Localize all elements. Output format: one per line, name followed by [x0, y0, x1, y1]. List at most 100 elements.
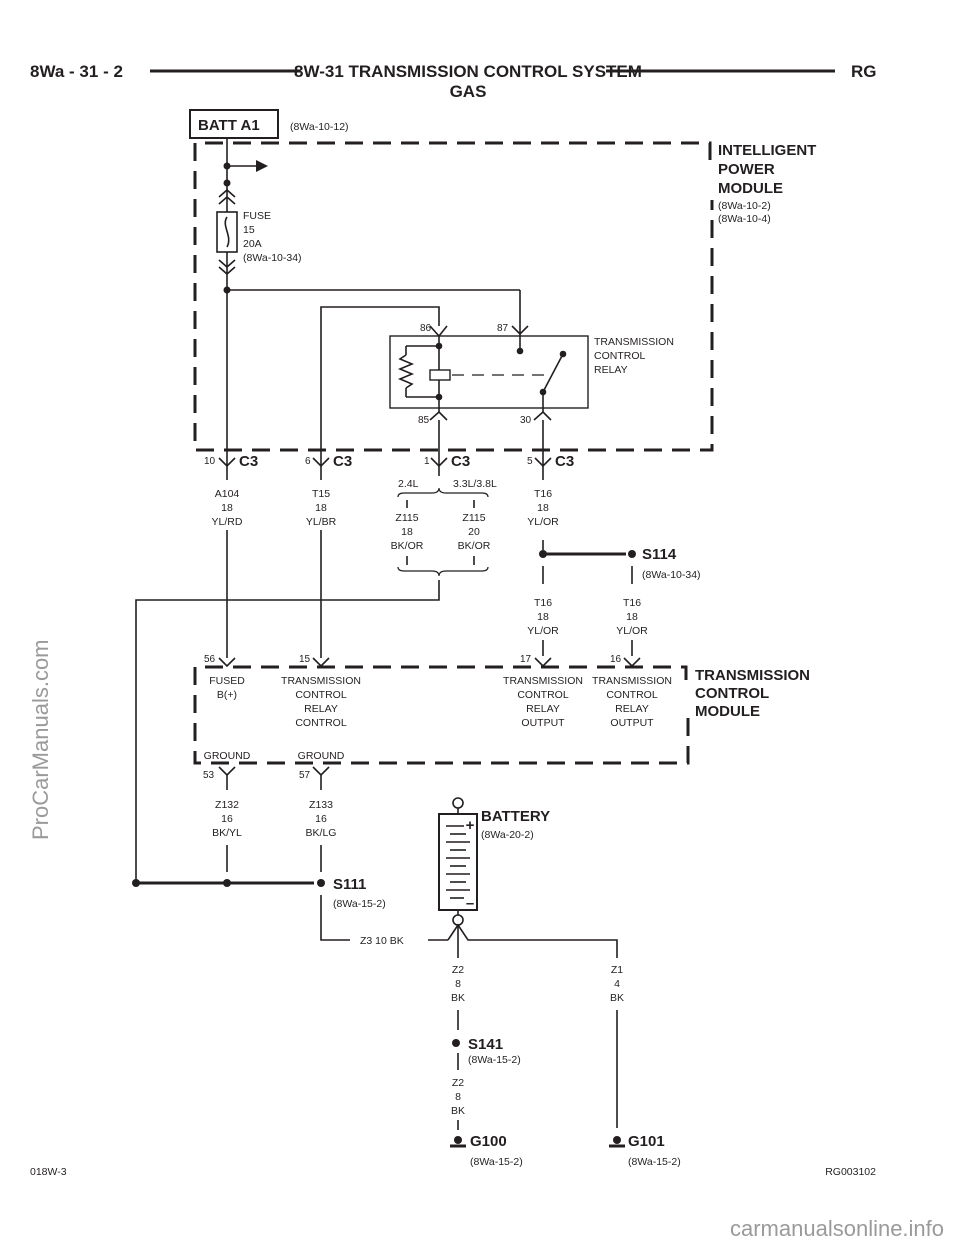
- tcm-pin-17: 17: [520, 654, 532, 665]
- tcm-fused-b-1: FUSED: [209, 675, 245, 687]
- battery-icon: [438, 813, 478, 911]
- arrow-right-icon: [256, 160, 268, 172]
- tcm-pin-53: 53: [203, 770, 215, 781]
- ipm-name-2: POWER: [718, 161, 775, 178]
- wire-a104-gauge: 18: [221, 502, 233, 514]
- wire-z1-color: BK: [610, 992, 624, 1004]
- wire-z1-gauge: 4: [614, 978, 620, 990]
- tcm-relay-control-4: CONTROL: [295, 717, 346, 729]
- ground-g100: G100 (8Wa-15-2): [450, 1133, 523, 1168]
- s141-ref: (8Wa-15-2): [468, 1054, 521, 1066]
- tcm-output-a-2: CONTROL: [517, 689, 568, 701]
- option-2.4l: 2.4L: [398, 478, 419, 490]
- battery: + – BATTERY (8Wa-20-2): [438, 797, 550, 926]
- wire-z2-top-color: BK: [451, 992, 465, 1004]
- wire-t15-feed: [320, 306, 440, 450]
- resistor-icon: [397, 354, 415, 389]
- tcm-relay-control-2: CONTROL: [295, 689, 346, 701]
- bottom-watermark: carmanualsonline.info: [730, 1216, 944, 1241]
- tcm-box: TRANSMISSION CONTROL MODULE 56 15 17 16 …: [193, 654, 810, 781]
- wire-t16-gauge: 18: [537, 502, 549, 514]
- s111-splice-dot: [317, 879, 325, 887]
- wire-z115-b-gauge: 20: [468, 526, 480, 538]
- g100-ref: (8Wa-15-2): [470, 1156, 523, 1168]
- s114-splice-dot: [628, 550, 636, 558]
- page-subtitle: GAS: [450, 82, 487, 101]
- tcm-name-2: CONTROL: [695, 685, 769, 702]
- page-header: 8Wa - 31 - 2 8W-31 TRANSMISSION CONTROL …: [30, 62, 877, 101]
- fuse-circuit: FUSE 15 20A (8Wa-10-34): [216, 138, 521, 450]
- battery-minus: –: [466, 895, 474, 912]
- s114-ref: (8Wa-10-34): [642, 569, 701, 581]
- relay-name-1: TRANSMISSION: [594, 336, 674, 348]
- fuse-number: 15: [243, 224, 255, 236]
- c3-name-6: C3: [333, 453, 352, 470]
- ipm-name-3: MODULE: [718, 180, 783, 197]
- tcm-pin-57: 57: [299, 770, 311, 781]
- wire-z115-a-gauge: 18: [401, 526, 413, 538]
- tcm-output-b-3: RELAY: [615, 703, 649, 715]
- c3-name-10: C3: [239, 453, 258, 470]
- wire-z115-b-color: BK/OR: [458, 540, 491, 552]
- wire-z1-id: Z1: [611, 964, 623, 976]
- s114-name: S114: [642, 546, 677, 563]
- tcm-ground-a: GROUND: [204, 750, 251, 762]
- wire-t16-left-color: YL/OR: [527, 625, 559, 637]
- wire-z115-b-id: Z115: [462, 512, 485, 524]
- wire-a104-id: A104: [215, 488, 240, 500]
- transmission-control-relay: 86 87 85 30 TRANSMISSION CONTROL RELAY: [389, 323, 674, 426]
- wire-t16-right-color: YL/OR: [616, 625, 648, 637]
- wire-z2-top-id: Z2: [452, 964, 464, 976]
- wire-t16-id: T16: [534, 488, 552, 500]
- page-ref: 8Wa - 31 - 2: [30, 62, 123, 81]
- footer-right: RG003102: [825, 1166, 876, 1178]
- wire-z2-top-gauge: 8: [455, 978, 461, 990]
- fuse-ref: (8Wa-10-34): [243, 252, 302, 264]
- wire-z2-bottom-gauge: 8: [455, 1091, 461, 1103]
- g101-ref: (8Wa-15-2): [628, 1156, 681, 1168]
- relay-pin-85: 85: [418, 415, 430, 426]
- g100-name: G100: [470, 1133, 507, 1150]
- wire-t15-color: YL/BR: [306, 516, 337, 528]
- ground-icon: [454, 1136, 462, 1144]
- engine-option-bracket: 2.4L 3.3L/3.8L Z115 18 BK/OR Z115 20 BK/…: [135, 478, 497, 883]
- wire-t16-left-id: T16: [534, 597, 552, 609]
- tcm-output-b-1: TRANSMISSION: [592, 675, 672, 687]
- battery-plus: +: [466, 817, 475, 834]
- wire-a104-color: YL/RD: [212, 516, 243, 528]
- relay-pin-87: 87: [497, 323, 509, 334]
- batt-a1-label: BATT A1: [198, 117, 260, 134]
- g101-name: G101: [628, 1133, 665, 1150]
- tcm-boundary: [193, 665, 690, 765]
- ipm-box: INTELLIGENT POWER MODULE (8Wa-10-2) (8Wa…: [193, 141, 816, 452]
- wire-z132-color: BK/YL: [212, 827, 242, 839]
- ground-icon: [613, 1136, 621, 1144]
- wire-z115-a-color: BK/OR: [391, 540, 424, 552]
- s111-ref: (8Wa-15-2): [333, 898, 386, 910]
- wire-t16-color: YL/OR: [527, 516, 559, 528]
- relay-pin-30: 30: [520, 415, 532, 426]
- wire-z133-gauge: 16: [315, 813, 327, 825]
- relay-name-3: RELAY: [594, 364, 628, 376]
- battery-ref: (8Wa-20-2): [481, 829, 534, 841]
- tcm-output-a-4: OUTPUT: [521, 717, 565, 729]
- ipm-ref-2: (8Wa-10-4): [718, 213, 771, 225]
- wire-t15-gauge: 18: [315, 502, 327, 514]
- wire-z132-gauge: 16: [221, 813, 233, 825]
- wire-z2-bottom-color: BK: [451, 1105, 465, 1117]
- c3-name-5: C3: [555, 453, 574, 470]
- batt-a1-ref: (8Wa-10-12): [290, 121, 349, 133]
- wire-t16-right-id: T16: [623, 597, 641, 609]
- connector-c3-row: 10 C3 6 C3 1 C3 5 C3: [204, 450, 574, 480]
- section-code: RG: [851, 62, 877, 81]
- tcm-pin-56: 56: [204, 654, 216, 665]
- relay-pin-86: 86: [420, 323, 432, 334]
- wire-t15-id: T15: [312, 488, 330, 500]
- relay-coil-icon: [429, 369, 451, 381]
- c3-pin-5: 5: [527, 456, 533, 467]
- tcm-output-a-3: RELAY: [526, 703, 560, 715]
- tcm-relay-control-1: TRANSMISSION: [281, 675, 361, 687]
- tcm-name-3: MODULE: [695, 703, 760, 720]
- wire-t16-left-gauge: 18: [537, 611, 549, 623]
